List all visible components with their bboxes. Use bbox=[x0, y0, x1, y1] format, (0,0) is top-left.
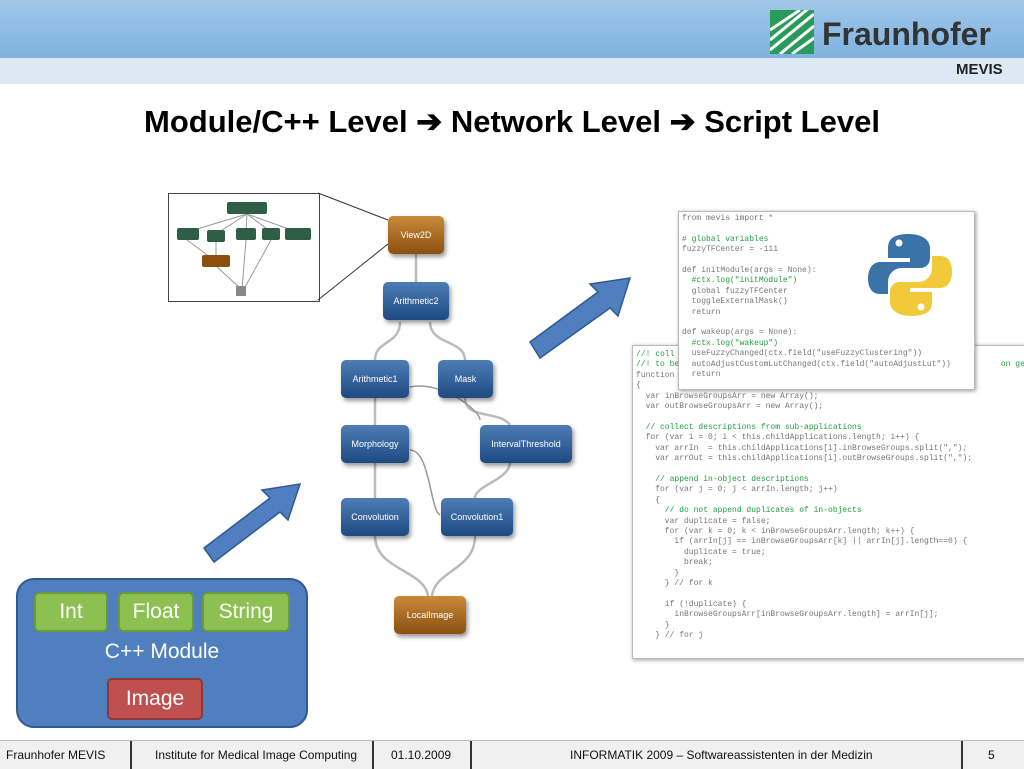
code-line: // collect descriptions from sub-applica… bbox=[636, 422, 862, 432]
footer-separator bbox=[130, 741, 132, 769]
node-localimage[interactable]: LocalImage bbox=[394, 596, 466, 634]
code-line: return bbox=[682, 370, 721, 380]
footer-page-number: 5 bbox=[988, 748, 995, 762]
footer-org: Fraunhofer MEVIS bbox=[6, 748, 106, 762]
code-line: for (var i = 0; i < this.childApplicatio… bbox=[636, 433, 920, 443]
code-line: } bbox=[636, 620, 670, 630]
code-line bbox=[636, 464, 1024, 474]
code-line: // append in-object descriptions bbox=[636, 474, 809, 484]
footer-institute: Institute for Medical Image Computing bbox=[155, 748, 358, 762]
code-line: def initModule(args = None): bbox=[682, 266, 817, 276]
node-morphology[interactable]: Morphology bbox=[341, 425, 409, 463]
node-intervalthreshold[interactable]: IntervalThreshold bbox=[480, 425, 572, 463]
node-arithmetic2[interactable]: Arithmetic2 bbox=[383, 282, 449, 320]
python-logo-icon bbox=[868, 234, 952, 316]
code-line: var arrOut = this.childApplications[i].o… bbox=[636, 454, 973, 464]
fraunhofer-logo: Fraunhofer MEVIS bbox=[770, 8, 1020, 80]
footer-bar: Fraunhofer MEVIS Institute for Medical I… bbox=[0, 740, 1024, 769]
header-bar bbox=[0, 0, 1024, 58]
code-line: //! coll bbox=[636, 350, 675, 359]
code-line: break; bbox=[636, 558, 713, 568]
node-convolution[interactable]: Convolution bbox=[341, 498, 409, 536]
code-line: duplicate = true; bbox=[636, 547, 766, 557]
code-line bbox=[636, 412, 1024, 422]
output-image: Image bbox=[107, 678, 203, 720]
code-line: if (arrIn[j] == inBrowseGroupsArr[k] || … bbox=[636, 537, 968, 547]
node-view2d[interactable]: View2D bbox=[388, 216, 444, 254]
logo-wordmark: Fraunhofer bbox=[822, 16, 991, 52]
footer-separator bbox=[961, 741, 963, 769]
code-line: global fuzzyTFCenter bbox=[682, 286, 788, 296]
code-line: from mevis import * bbox=[682, 214, 774, 223]
code-line: def wakeup(args = None): bbox=[682, 328, 798, 338]
code-line bbox=[636, 589, 1024, 599]
node-convolution1[interactable]: Convolution1 bbox=[441, 498, 513, 536]
code-line: //! to be on generat bbox=[636, 360, 1024, 370]
code-line: autoAdjustCustomLutChanged(ctx.field("au… bbox=[682, 359, 951, 369]
code-line: } // for k bbox=[636, 578, 713, 588]
code-line: // do not append duplicates of in-object… bbox=[636, 506, 862, 516]
code-line: { bbox=[636, 495, 661, 505]
footer-separator bbox=[470, 741, 472, 769]
code-line: # global variables bbox=[682, 234, 769, 244]
cpp-module-label: C++ Module bbox=[104, 640, 220, 663]
code-line: inBrowseGroupsArr[inBrowseGroupsArr.leng… bbox=[636, 610, 939, 620]
code-line: function bbox=[636, 370, 675, 380]
network-thumbnail-graph bbox=[177, 202, 311, 296]
code-line bbox=[682, 318, 974, 328]
field-float: Float bbox=[118, 592, 194, 632]
code-line: useFuzzyChanged(ctx.field("useFuzzyClust… bbox=[682, 349, 923, 359]
network-thumbnail bbox=[168, 193, 320, 302]
code-line: } // for j bbox=[636, 630, 704, 640]
code-line: if (!duplicate) { bbox=[636, 599, 747, 609]
node-arithmetic1[interactable]: Arithmetic1 bbox=[341, 360, 409, 398]
slide-title: Module/C++ Level ➔ Network Level ➔ Scrip… bbox=[144, 104, 880, 139]
footer-separator bbox=[372, 741, 374, 769]
code-line: { bbox=[636, 381, 641, 391]
code-line: #ctx.log("wakeup") bbox=[682, 338, 779, 348]
code-line: for (var k = 0; k < inBrowseGroupsArr.le… bbox=[636, 526, 915, 536]
field-string: String bbox=[202, 592, 290, 632]
footer-date: 01.10.2009 bbox=[391, 748, 452, 762]
code-line: var arrIn = this.childApplications[i].in… bbox=[636, 443, 968, 453]
field-int: Int bbox=[34, 592, 108, 632]
script-code-panel-js: //! coll//! to be on generatfunction{ va… bbox=[632, 345, 1024, 659]
code-line: } bbox=[636, 568, 680, 578]
code-line: return bbox=[682, 307, 721, 317]
code-line: #ctx.log("initModule") bbox=[682, 276, 798, 286]
code-line: var inBrowseGroupsArr = new Array(); bbox=[636, 391, 819, 401]
code-line: var duplicate = false; bbox=[636, 516, 771, 526]
footer-event: INFORMATIK 2009 – Softwareassistenten in… bbox=[570, 748, 873, 762]
fraunhofer-logo-icon bbox=[770, 10, 814, 54]
code-line: for (var j = 0; j < arrIn.length; j++) bbox=[636, 485, 838, 495]
node-mask[interactable]: Mask bbox=[438, 360, 493, 398]
code-line: toggleExternalMask() bbox=[682, 297, 788, 307]
cpp-module-box: Int Float String C++ Module Image bbox=[16, 578, 308, 728]
header-subbar bbox=[0, 58, 1024, 84]
logo-subtitle: MEVIS bbox=[956, 61, 1003, 78]
code-line: var outBrowseGroupsArr = new Array(); bbox=[636, 402, 824, 412]
code-line: fuzzyTFCenter = -111 bbox=[682, 245, 779, 255]
